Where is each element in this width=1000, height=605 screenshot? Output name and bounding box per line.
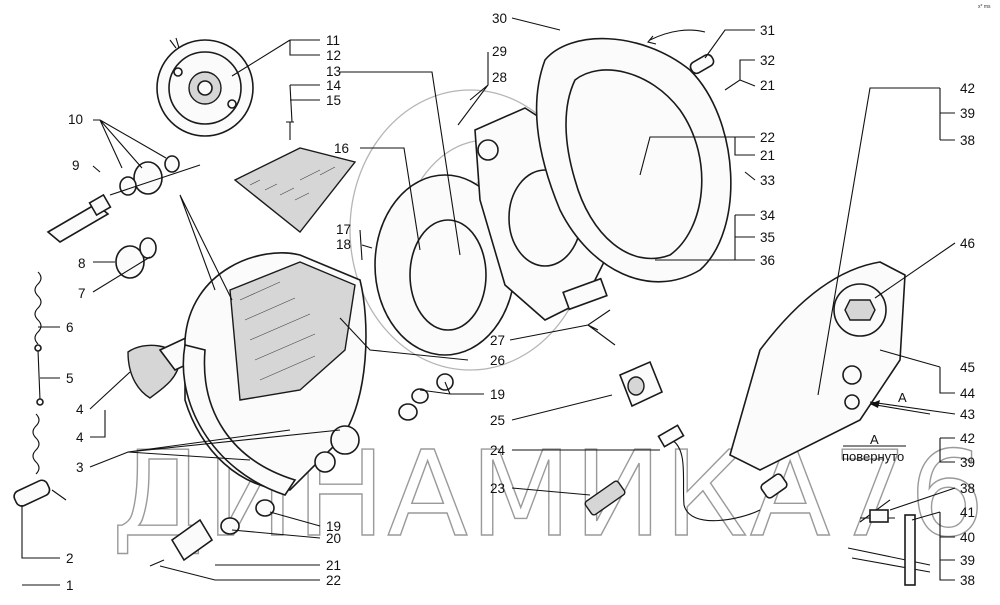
callout-8: 8 bbox=[78, 256, 86, 271]
callout-13: 13 bbox=[326, 64, 341, 79]
callout-15: 15 bbox=[326, 93, 341, 108]
callout-4b: 4 bbox=[76, 430, 84, 445]
callout-21a: 21 bbox=[326, 558, 341, 573]
leader-lines bbox=[21, 17, 956, 586]
view-a-letter: А bbox=[870, 432, 879, 447]
callout-5: 5 bbox=[66, 371, 74, 386]
backing-disc bbox=[535, 37, 732, 283]
callout-43: 43 bbox=[960, 407, 975, 422]
callout-30: 30 bbox=[492, 11, 507, 26]
callout-35: 35 bbox=[760, 230, 775, 245]
callout-10: 10 bbox=[68, 112, 83, 127]
callout-7: 7 bbox=[78, 286, 86, 301]
callout-28: 28 bbox=[492, 70, 507, 85]
callout-38b: 38 bbox=[960, 481, 975, 496]
callout-40: 40 bbox=[960, 530, 975, 545]
callout-19b: 19 bbox=[326, 519, 341, 534]
callout-39a: 39 bbox=[960, 106, 975, 121]
callout-12: 12 bbox=[326, 48, 341, 63]
pivot-bushing bbox=[618, 360, 664, 408]
view-a-arrow: А bbox=[870, 390, 907, 408]
callout-33: 33 bbox=[760, 173, 775, 188]
corner-mark: x* ms bbox=[978, 4, 991, 10]
callout-44: 44 bbox=[960, 386, 976, 401]
callout-2: 2 bbox=[66, 551, 74, 566]
callout-26: 26 bbox=[490, 353, 505, 368]
callout-1: 1 bbox=[66, 578, 74, 593]
callout-21c: 21 bbox=[760, 148, 775, 163]
callout-4a: 4 bbox=[76, 402, 84, 417]
detail-view-a bbox=[847, 499, 931, 586]
return-spring-lower bbox=[32, 413, 40, 475]
spring-link bbox=[34, 344, 44, 406]
callout-41: 41 bbox=[960, 505, 975, 520]
callout-20: 20 bbox=[326, 531, 341, 546]
pin-and-cotter bbox=[13, 479, 67, 507]
callout-46: 46 bbox=[960, 236, 975, 251]
wear-sensor-cable bbox=[584, 424, 788, 522]
callout-19a: 19 bbox=[490, 387, 505, 402]
callout-29: 29 bbox=[492, 44, 507, 59]
cover-plate bbox=[149, 518, 214, 567]
callout-38a: 38 bbox=[960, 133, 975, 148]
callout-17: 17 bbox=[336, 222, 351, 237]
callout-6: 6 bbox=[66, 320, 74, 335]
callout-18: 18 bbox=[336, 237, 351, 252]
callout-34: 34 bbox=[760, 208, 776, 223]
callout-36: 36 bbox=[760, 253, 775, 268]
callout-3: 3 bbox=[76, 460, 84, 475]
callout-38c: 38 bbox=[960, 573, 975, 588]
cable-clip bbox=[689, 53, 715, 75]
view-a-caption: А повернуто bbox=[842, 432, 904, 464]
callout-21b: 21 bbox=[760, 78, 775, 93]
slack-adjuster bbox=[729, 261, 906, 471]
callout-14: 14 bbox=[326, 78, 342, 93]
callout-27: 27 bbox=[490, 333, 505, 348]
callout-24: 24 bbox=[490, 443, 506, 458]
worm-gear-set bbox=[109, 155, 201, 196]
callout-22b: 22 bbox=[760, 130, 775, 145]
callout-42b: 42 bbox=[960, 431, 975, 446]
callout-16: 16 bbox=[334, 141, 349, 156]
callout-42a: 42 bbox=[960, 81, 975, 96]
callout-11: 11 bbox=[326, 33, 340, 48]
view-a-rotated-note: повернуто bbox=[842, 449, 904, 464]
callout-39c: 39 bbox=[960, 553, 975, 568]
bushing-and-ring bbox=[115, 237, 157, 279]
mounting-plate bbox=[374, 174, 516, 356]
callout-45: 45 bbox=[960, 360, 975, 375]
callout-39b: 39 bbox=[960, 455, 975, 470]
return-spring-upper bbox=[34, 271, 42, 345]
callout-31: 31 bbox=[760, 23, 775, 38]
callout-32: 32 bbox=[760, 53, 775, 68]
adjuster-shaft bbox=[46, 193, 112, 243]
callout-23: 23 bbox=[490, 481, 505, 496]
callout-9: 9 bbox=[72, 158, 80, 173]
brake-drum-shoes bbox=[182, 252, 367, 496]
callout-numbers: 10 9 8 7 6 5 4 4 3 2 1 11 12 13 14 15 16… bbox=[66, 11, 976, 593]
view-a-arrow-label: А bbox=[898, 390, 907, 405]
callout-22a: 22 bbox=[326, 573, 341, 588]
callout-25: 25 bbox=[490, 413, 505, 428]
brake-plate-assembly bbox=[156, 37, 254, 137]
brake-lining bbox=[233, 121, 357, 233]
